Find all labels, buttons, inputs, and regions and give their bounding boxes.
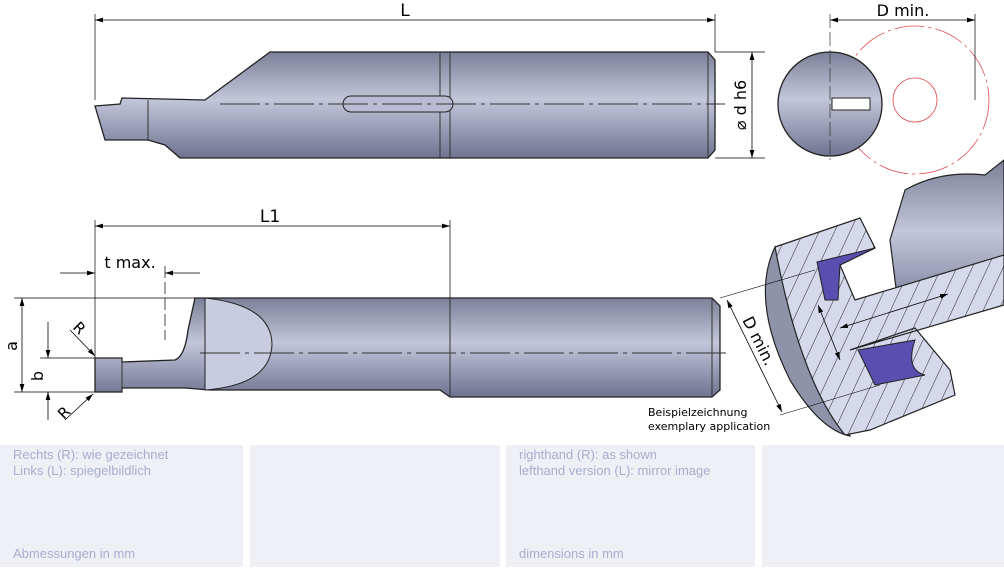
label-diameter: ⌀ d h6 <box>731 80 750 130</box>
label-radius-bottom: R <box>54 403 74 423</box>
application-illustration: D min. Beispielzeichnung exemplary appli… <box>648 159 1004 437</box>
note-righthand-de: Rechts (R): wie gezeichnet <box>13 447 169 462</box>
units-de: Abmessungen in mm <box>13 546 136 561</box>
label-t-max: t max. <box>104 253 155 272</box>
panel-german: Rechts (R): wie gezeichnet Links (L): sp… <box>0 445 243 567</box>
label-a: a <box>2 341 21 351</box>
label-b: b <box>28 371 47 381</box>
label-L: L <box>400 1 410 21</box>
units-en: dimensions in mm <box>519 546 624 561</box>
dimension-L1: L1 <box>94 207 451 358</box>
panel-empty-2 <box>762 445 1004 567</box>
top-view-tool <box>94 51 725 159</box>
side-view-tool <box>94 297 730 398</box>
end-view: D min. <box>777 1 990 175</box>
label-radius-top: R <box>69 318 89 338</box>
note-lefthand-en: lefthand version (L): mirror image <box>519 463 711 478</box>
dimension-t-max: t max. <box>60 253 200 340</box>
label-dmin-top: D min. <box>877 1 930 20</box>
caption-en: exemplary application <box>648 420 770 433</box>
caption-de: Beispielzeichnung <box>648 406 747 419</box>
dimension-diameter: ⌀ d h6 <box>715 51 765 159</box>
label-L1: L1 <box>260 207 280 227</box>
technical-drawing: L ⌀ d h6 D min. L1 t max. <box>2 1 1004 437</box>
dimension-L: L <box>94 1 716 100</box>
panel-empty-1 <box>250 445 500 567</box>
note-righthand-en: righthand (R): as shown <box>519 447 658 462</box>
note-lefthand-de: Links (L): spiegelbildlich <box>13 463 152 478</box>
panel-english: righthand (R): as shown lefthand version… <box>506 445 755 567</box>
